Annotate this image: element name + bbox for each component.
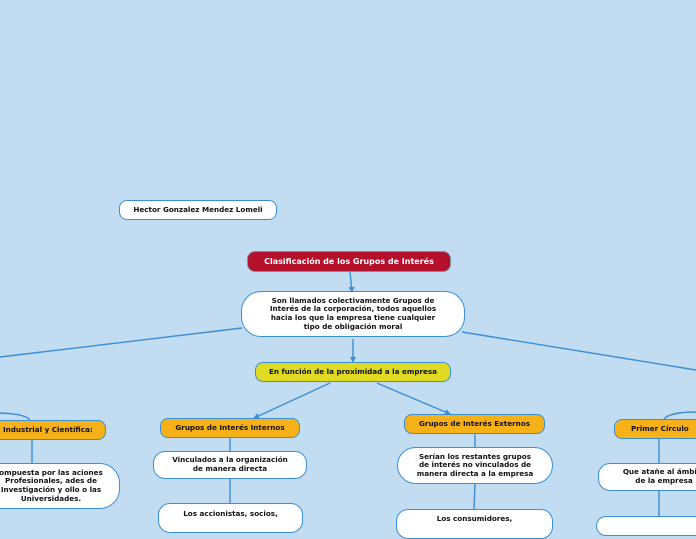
edge-left-curve — [0, 412, 31, 421]
right-group-node[interactable]: Primer Círculo — [614, 419, 696, 439]
external-example-label: Los consumidores, — [436, 514, 513, 523]
edge-definition-right — [461, 331, 696, 371]
left-detail-label: ompuesta por las aciones Profesionales, … — [0, 467, 103, 503]
external-group-label: Grupos de Interés Externos — [419, 418, 530, 428]
right-example-node[interactable] — [596, 516, 696, 536]
internal-example-label: Los accionistas, socios, — [183, 509, 278, 518]
author-label: Hector Gonzalez Mendez Lomeli — [133, 204, 263, 214]
internal-group-label: Grupos de Interés Internos — [175, 422, 285, 432]
edge-root-definition — [348, 271, 355, 293]
left-group-label: Industrial y Científica: — [3, 424, 93, 434]
definition-label: Son llamados colectivamente Grupos de In… — [269, 295, 437, 331]
external-group-node[interactable]: Grupos de Interés Externos — [404, 414, 545, 434]
left-group-node[interactable]: Industrial y Científica: — [0, 420, 106, 440]
internal-group-node[interactable]: Grupos de Interés Internos — [160, 418, 300, 438]
author-node[interactable]: Hector Gonzalez Mendez Lomeli — [119, 200, 277, 220]
internal-detail-node[interactable]: Vinculados a la organización de manera d… — [153, 451, 307, 479]
edge-right-curve — [663, 411, 696, 420]
definition-node[interactable]: Son llamados colectivamente Grupos de In… — [241, 291, 465, 337]
right-detail-node[interactable]: Que atañe al ámbito de la empresa — [598, 463, 696, 491]
left-detail-node[interactable]: ompuesta por las aciones Profesionales, … — [0, 463, 120, 509]
edge-criterion-external — [376, 382, 451, 415]
right-group-label: Primer Círculo — [631, 423, 689, 433]
edge-criterion-internal — [253, 382, 331, 419]
edge-external-example — [473, 483, 476, 510]
external-example-node[interactable]: Los consumidores, — [396, 509, 553, 539]
external-detail-label: Serían los restantes grupos de interés n… — [416, 451, 534, 478]
root-node[interactable]: Clasificación de los Grupos de Interés — [247, 251, 451, 272]
right-detail-label: Que atañe al ámbito de la empresa — [622, 467, 696, 485]
internal-detail-label: Vinculados a la organización de manera d… — [172, 455, 288, 473]
criterion-label: En función de la proximidad a la empresa — [268, 366, 438, 376]
edge-definition-left — [0, 327, 243, 358]
criterion-node[interactable]: En función de la proximidad a la empresa — [255, 362, 451, 382]
internal-example-node[interactable]: Los accionistas, socios, — [158, 503, 303, 533]
root-label: Clasificación de los Grupos de Interés — [264, 256, 434, 266]
connector-layer — [0, 271, 696, 516]
external-detail-node[interactable]: Serían los restantes grupos de interés n… — [397, 447, 553, 484]
